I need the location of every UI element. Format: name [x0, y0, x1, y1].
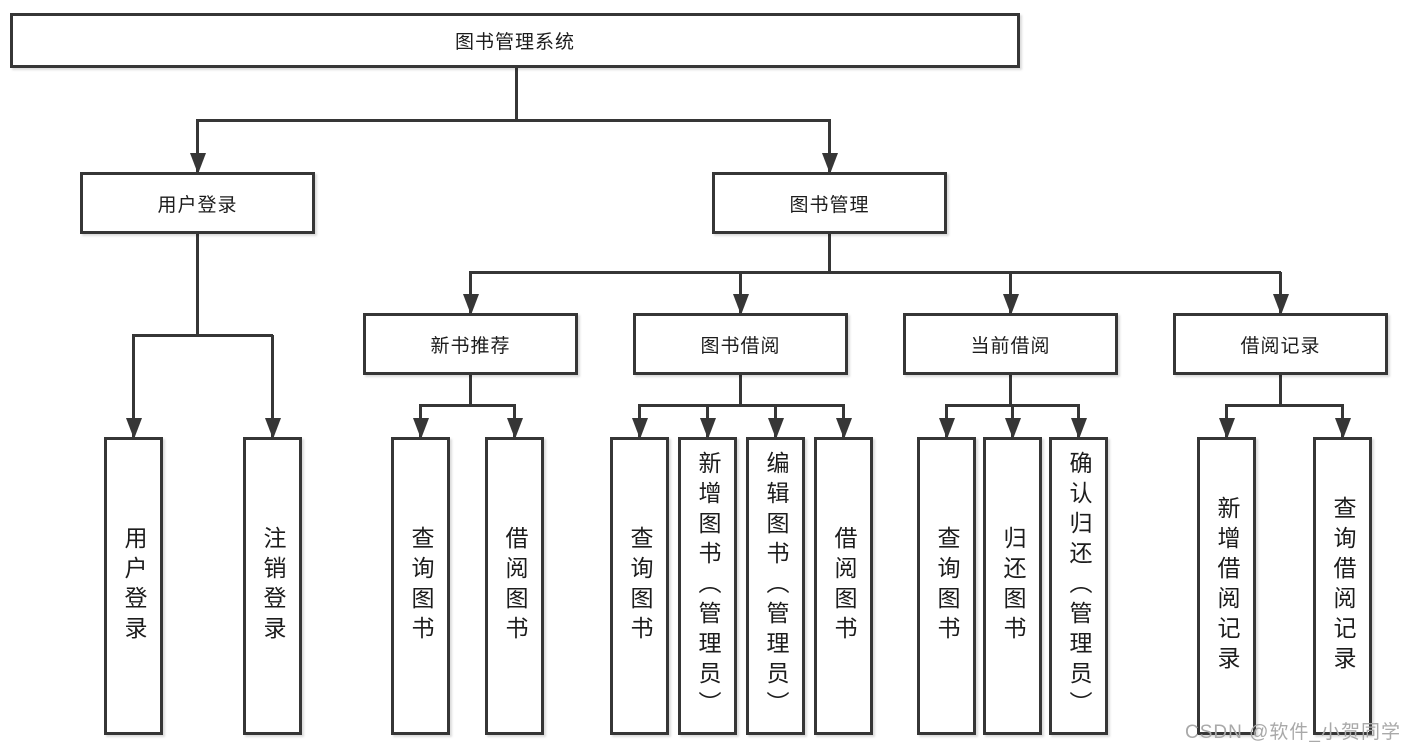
arrow-down-icon [822, 153, 838, 174]
arrow-down-icon [939, 418, 955, 439]
node-label: 查询图书 [627, 526, 653, 646]
node-label: 借阅图书 [831, 526, 857, 646]
connector-userlogin-rail [132, 334, 273, 337]
connector-current-stem [1009, 375, 1012, 405]
node-label: 归还图书 [1000, 526, 1026, 646]
arrow-down-icon [1273, 294, 1289, 315]
connector-bookmgmt-stem [828, 234, 831, 272]
connector-drop-leaf [271, 335, 274, 437]
arrow-down-icon [1005, 418, 1021, 439]
node-label: 查询图书 [408, 526, 434, 646]
arrow-down-icon [507, 418, 523, 439]
arrow-down-icon [836, 418, 852, 439]
connector-drop-leaf [132, 335, 135, 437]
connector-drop-level3 [1279, 272, 1282, 313]
leaf-recommend-borrow-books: 借阅图书 [485, 437, 544, 735]
arrow-down-icon [463, 294, 479, 315]
arrow-down-icon [126, 418, 142, 439]
leaf-current-query-books: 查询图书 [917, 437, 976, 735]
connector-root-stem [515, 68, 518, 120]
node-label: 图书借阅 [700, 335, 781, 357]
node-borrowing-records: 借阅记录 [1173, 313, 1388, 375]
connector-drop-book-management [828, 120, 831, 172]
connector-bookmgmt-rail [469, 271, 1281, 274]
connector-userlogin-stem [196, 234, 199, 335]
leaf-records-query-record: 查询借阅记录 [1313, 437, 1372, 735]
node-book-management: 图书管理 [712, 172, 947, 234]
arrow-down-icon [413, 418, 429, 439]
node-user-login: 用户登录 [80, 172, 315, 234]
arrow-down-icon [733, 294, 749, 315]
node-label: 用户登录 [157, 194, 238, 216]
node-label: 新增借阅记录 [1214, 496, 1240, 676]
node-label: 查询图书 [934, 526, 960, 646]
arrow-down-icon [768, 418, 784, 439]
leaf-borrow-query-books: 查询图书 [610, 437, 669, 735]
connector-root-rail [196, 119, 831, 122]
node-label: 图书管理系统 [454, 32, 575, 53]
node-label: 确认归还（管理员） [1066, 451, 1092, 721]
node-book-borrowing: 图书借阅 [633, 313, 848, 375]
node-label: 当前借阅 [970, 335, 1051, 357]
leaf-current-return-books: 归还图书 [983, 437, 1042, 735]
leaf-borrow-add-books-admin: 新增图书（管理员） [678, 437, 737, 735]
node-label: 借阅图书 [502, 526, 528, 646]
arrow-down-icon [1219, 418, 1235, 439]
connector-drop-level3 [1009, 272, 1012, 313]
node-root-library-system: 图书管理系统 [10, 13, 1020, 68]
connector-records-rail [1225, 404, 1344, 407]
leaf-records-add-record: 新增借阅记录 [1197, 437, 1256, 735]
connector-drop-level3 [739, 272, 742, 313]
leaf-borrow-borrow-books: 借阅图书 [814, 437, 873, 735]
connector-recommend-rail [419, 404, 516, 407]
connector-drop-level3 [469, 272, 472, 313]
node-label: 用户登录 [121, 526, 147, 646]
csdn-watermark: CSDN @软件_小贺同学 [1185, 722, 1401, 743]
node-label: 新增图书（管理员） [695, 451, 721, 721]
connector-borrowing-rail [638, 404, 845, 407]
node-label: 查询借阅记录 [1330, 496, 1356, 676]
arrow-down-icon [1335, 418, 1351, 439]
node-label: 图书管理 [789, 194, 870, 216]
node-new-book-recommend: 新书推荐 [363, 313, 578, 375]
arrow-down-icon [1003, 294, 1019, 315]
node-current-borrowing: 当前借阅 [903, 313, 1118, 375]
arrow-down-icon [265, 418, 281, 439]
arrow-down-icon [700, 418, 716, 439]
leaf-borrow-edit-books-admin: 编辑图书（管理员） [746, 437, 805, 735]
connector-drop-user-login [196, 120, 199, 172]
connector-borrowing-stem [739, 375, 742, 405]
node-label: 注销登录 [260, 526, 286, 646]
leaf-user-login: 用户登录 [104, 437, 163, 735]
node-label: 新书推荐 [430, 335, 511, 357]
leaf-recommend-query-books: 查询图书 [391, 437, 450, 735]
node-label: 借阅记录 [1240, 335, 1321, 357]
leaf-current-confirm-return-admin: 确认归还（管理员） [1049, 437, 1108, 735]
arrow-down-icon [1071, 418, 1087, 439]
arrow-down-icon [632, 418, 648, 439]
arrow-down-icon [190, 153, 206, 174]
connector-records-stem [1279, 375, 1282, 405]
leaf-logout: 注销登录 [243, 437, 302, 735]
connector-recommend-stem [469, 375, 472, 405]
node-label: 编辑图书（管理员） [763, 451, 789, 721]
